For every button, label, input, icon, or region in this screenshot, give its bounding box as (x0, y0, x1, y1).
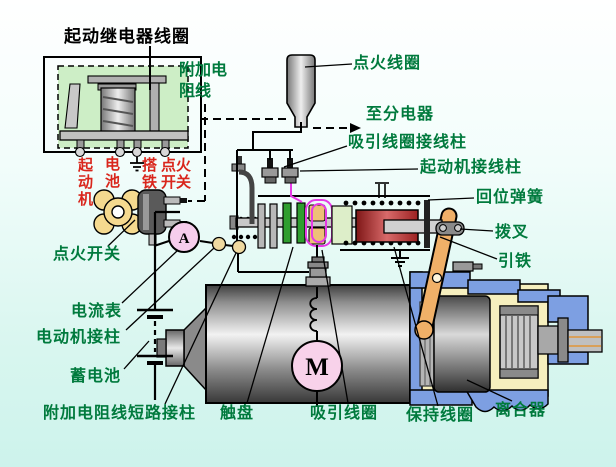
relay-armature (64, 83, 81, 129)
ignition-switch-label: 点火开关 (53, 246, 122, 263)
motor-letter: M (305, 354, 329, 381)
return-spring-label: 回位弹簧 (476, 189, 545, 206)
motor-top-terminal (305, 256, 331, 287)
relay-terminals (74, 139, 171, 158)
hex-terminals (211, 236, 247, 255)
clutch-drive (419, 295, 603, 393)
output-shaft (567, 329, 603, 353)
ignition-switch (93, 189, 187, 246)
ammeter-label: 电流表 (71, 303, 123, 320)
ammeter-letter: A (179, 231, 190, 247)
hold-in-coil-label: 保持线圈 (406, 407, 475, 424)
relay-terminal-starter-label: 起动机 (78, 157, 94, 208)
short-circuit-terminal-post (231, 239, 247, 255)
contact-plate (282, 202, 292, 244)
fork-pivot-hole (431, 272, 443, 284)
switch-knob (93, 189, 143, 235)
battery-symbol (137, 210, 180, 400)
relay-ground-symbol (130, 157, 144, 172)
circuit-wires (149, 46, 361, 407)
contact-plate (296, 202, 306, 244)
solenoid-ground-symbol (391, 250, 409, 267)
armature-label: 引铁 (498, 253, 533, 270)
fork-tip (414, 320, 434, 340)
starter-terminal-post (375, 182, 389, 198)
motor-terminal-label: 电动机接柱 (36, 329, 122, 346)
ignition-coil-label: 点火线圈 (353, 55, 422, 72)
relay-coil-label: 起动继电器线圈 (64, 27, 190, 46)
ignition-coil-shape (286, 54, 316, 128)
solenoid-terminals (261, 158, 299, 184)
pull-in-coil-terminal-label: 吸引线圈接线柱 (348, 134, 468, 151)
aux-resistor-label: 附加电阻线 (179, 62, 228, 100)
aux-resistor-short-terminal-label: 附加电阻线短路接柱 (43, 405, 197, 422)
shift-fork-label: 拨叉 (495, 224, 530, 241)
contact-disc-label: 触盘 (220, 405, 255, 422)
clutch-label: 离合器 (495, 402, 547, 419)
pull-in-coil-label: 吸引线圈 (310, 405, 379, 422)
leader-lines (107, 63, 513, 407)
relay-terminal-ground-label: 搭铁 (142, 157, 158, 191)
motor-terminal-post (211, 236, 227, 252)
ammeter-gauge (168, 221, 200, 253)
starter-relay (43, 56, 202, 172)
solenoid-cable (238, 169, 255, 224)
solenoid-switch (229, 156, 465, 267)
motor-circle (291, 340, 343, 392)
storage-battery-label: 蓄电池 (70, 368, 122, 385)
relay-terminal-ignition-label: 点火开关 (161, 157, 192, 191)
starter-terminal-label: 起动机接线柱 (420, 159, 523, 176)
to-distributor-label: 至分电器 (366, 106, 435, 123)
relay-terminal-battery-label: 电池 (105, 156, 121, 190)
clutch-drum (433, 295, 491, 393)
starter-motor (156, 284, 411, 404)
